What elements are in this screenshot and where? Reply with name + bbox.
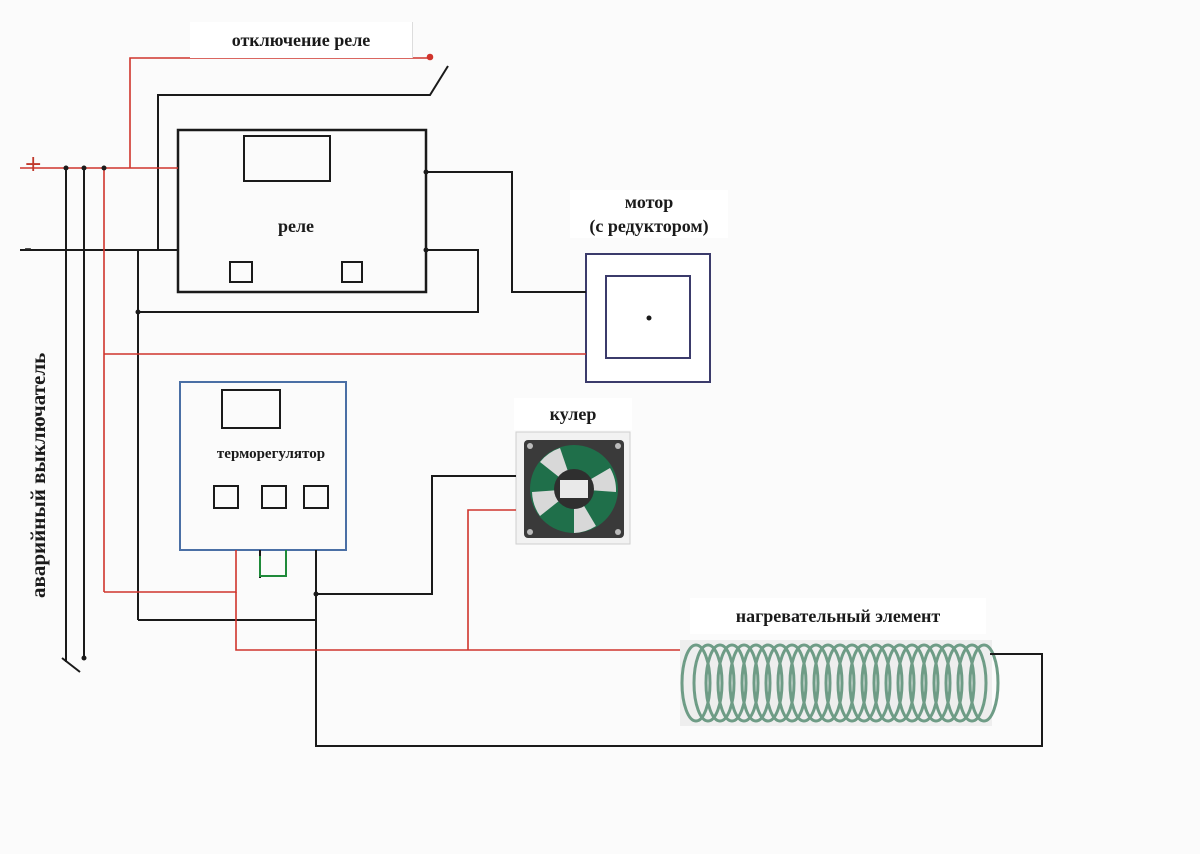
thermostat-green-link — [259, 550, 287, 577]
coil-loop — [896, 643, 928, 723]
coil-loop — [776, 643, 808, 723]
coil-loop — [716, 643, 748, 723]
coil-loop — [800, 643, 832, 723]
cooler-label: кулер — [514, 398, 632, 430]
minus-terminal-label: - — [24, 236, 32, 261]
relay-off-label: отключение реле — [190, 22, 413, 58]
coil-loop — [860, 643, 892, 723]
coil-loop — [956, 643, 988, 723]
motor-block — [585, 253, 711, 383]
coil-loop — [872, 643, 904, 723]
coil-loop — [692, 643, 724, 723]
thermostat-label: терморегулятор — [216, 446, 326, 462]
coil-loop — [704, 643, 736, 723]
coil-loop — [824, 643, 856, 723]
coil-loop — [752, 643, 784, 723]
heater-label: нагревательный элемент — [690, 598, 986, 634]
coil-loop — [764, 643, 796, 723]
relay-block — [176, 128, 428, 294]
coil-loop — [932, 643, 964, 723]
coil-loop — [836, 643, 868, 723]
coil-loop — [848, 643, 880, 723]
coil-loop — [812, 643, 844, 723]
coil-loop — [680, 643, 712, 723]
thermostat-block — [179, 381, 347, 551]
heating-element-coil — [680, 640, 1000, 726]
coil-loop — [728, 643, 760, 723]
junction-dots — [63, 165, 429, 661]
coil-loop — [740, 643, 772, 723]
coil-loop — [788, 643, 820, 723]
motor-label-line1: мотор — [624, 192, 674, 212]
motor-label-line2: (с редуктором) — [589, 216, 709, 236]
coil-loop — [920, 643, 952, 723]
coil-loop — [944, 643, 976, 723]
positive-wires — [20, 53, 680, 651]
breaker-label: аварийный выключатель — [26, 352, 50, 598]
coil-loop — [968, 643, 1000, 723]
motor-label: мотор (с редуктором) — [570, 190, 728, 238]
coil-loop — [908, 643, 940, 723]
coil-loop — [884, 643, 916, 723]
cooler-fan-image — [515, 431, 631, 545]
relay-label: реле — [277, 216, 315, 236]
plus-terminal-label: + — [24, 152, 43, 177]
